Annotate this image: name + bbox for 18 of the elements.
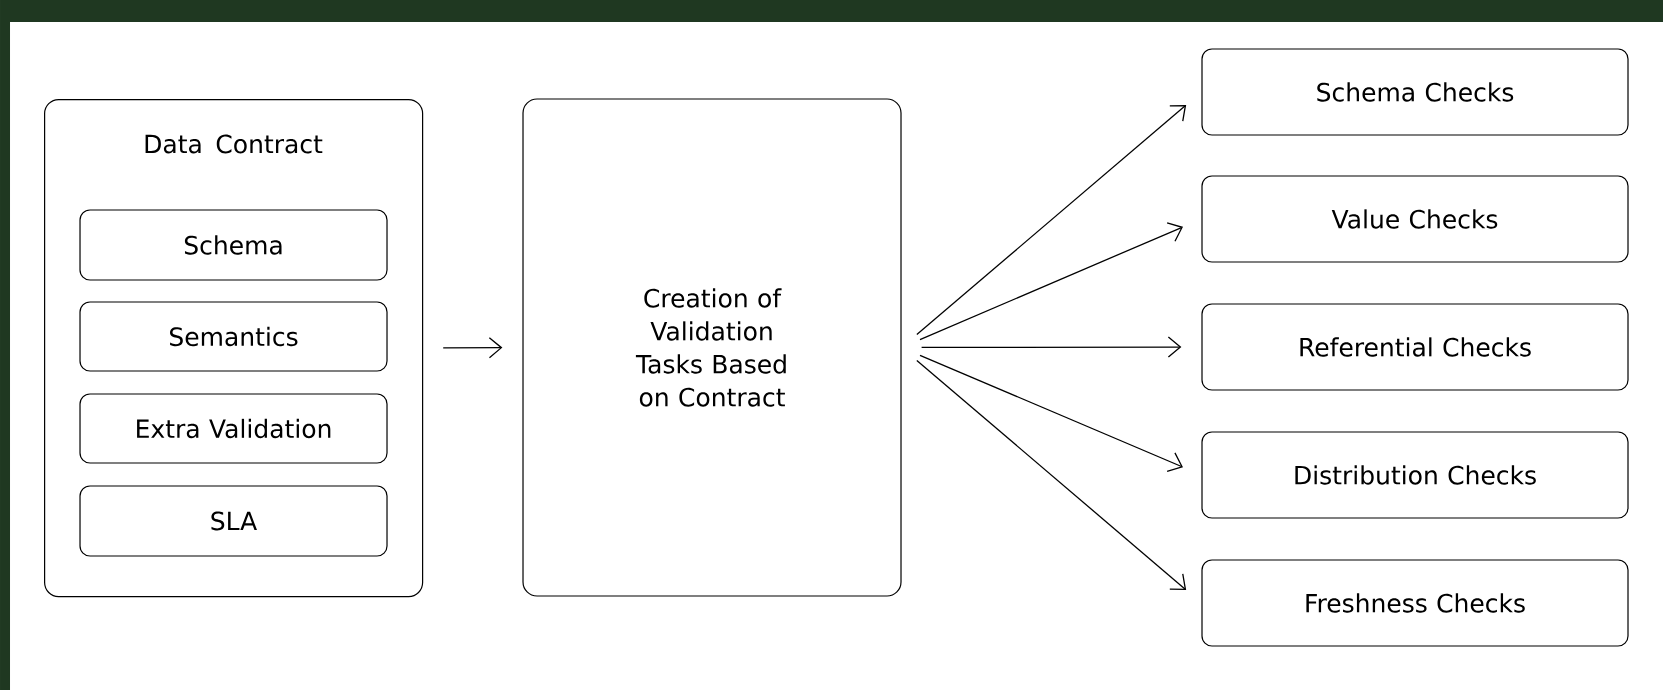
container-box xyxy=(44,99,424,598)
arrow xyxy=(916,359,1187,590)
arrow xyxy=(916,104,1187,336)
check-box: Freshness Checks xyxy=(1201,559,1629,647)
check-box: Schema Checks xyxy=(1201,48,1629,136)
check-box: Distribution Checks xyxy=(1201,431,1629,519)
check-box: Referential Checks xyxy=(1201,303,1629,391)
arrow xyxy=(920,336,1182,358)
check-box: Value Checks xyxy=(1201,175,1629,263)
process-box: Creation of Validation Tasks Based on Contract xyxy=(522,98,902,597)
arrow xyxy=(919,222,1184,341)
list-item-box: SLA xyxy=(79,485,388,557)
list-item-box: Schema xyxy=(79,209,388,281)
list-item-box: Extra Validation xyxy=(79,393,388,464)
container-title: Data Contract xyxy=(145,134,323,154)
arrow xyxy=(442,337,503,359)
arrow xyxy=(919,354,1183,472)
list-item-box: Semantics xyxy=(79,301,388,372)
